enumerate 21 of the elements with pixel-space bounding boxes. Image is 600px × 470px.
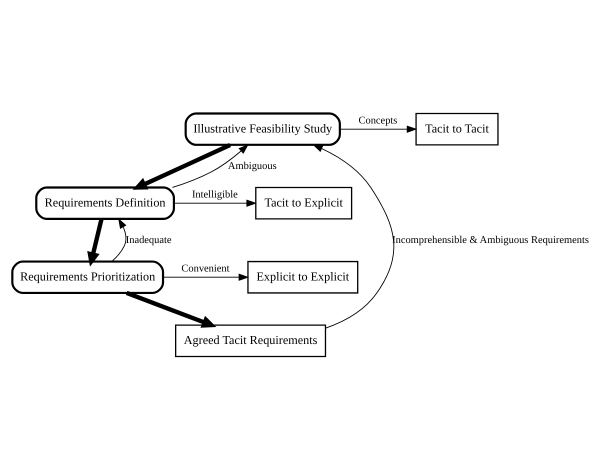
node-box: Tacit to Explicit bbox=[255, 186, 352, 220]
node-box: Agreed Tacit Requirements bbox=[175, 324, 326, 358]
arrow bbox=[312, 144, 394, 329]
arrow bbox=[340, 126, 418, 133]
arrow bbox=[126, 290, 216, 328]
edge-label: Intelligible bbox=[192, 190, 238, 201]
arrow bbox=[162, 274, 250, 281]
edge-label: Convenient bbox=[181, 264, 230, 275]
edge-label: Inadequate bbox=[126, 234, 172, 246]
edge-label: Concepts bbox=[358, 116, 398, 127]
arrow bbox=[174, 200, 257, 207]
arrow bbox=[87, 218, 104, 267]
node-box: Explicit to Explicit bbox=[247, 260, 358, 294]
node-box: Requirements Prioritization bbox=[11, 260, 164, 294]
arrow bbox=[111, 218, 126, 262]
node-box: Requirements Definition bbox=[35, 186, 175, 220]
arrow bbox=[172, 144, 249, 188]
node-box: Illustrative Feasibility Study bbox=[184, 112, 341, 146]
edge-label: Ambiguous bbox=[228, 160, 277, 172]
node-box: Tacit to Tacit bbox=[415, 112, 499, 146]
arrow bbox=[132, 143, 231, 190]
